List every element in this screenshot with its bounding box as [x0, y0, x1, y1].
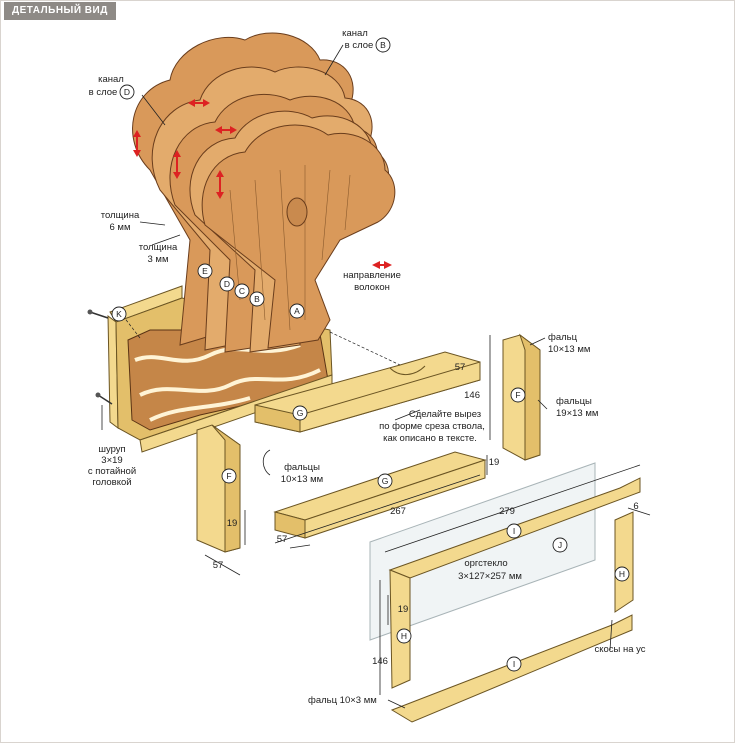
- rabbet-f-top-line2: 10×13 мм: [548, 344, 590, 355]
- cutout-line1: Сделайте вырез: [409, 409, 481, 420]
- header-title: ДЕТАЛЬНЫЙ ВИД: [4, 2, 116, 20]
- dim-146-f: 146: [464, 390, 480, 401]
- rabbet-f-side-line1: фальцы: [556, 396, 592, 407]
- dim-19-h: 19: [398, 604, 409, 615]
- dim-19-g: 19: [489, 457, 500, 468]
- part-h-left-label: H: [401, 631, 407, 641]
- part-d-label: D: [224, 279, 230, 289]
- side-piece-f-left: [196, 424, 241, 553]
- dim-267: 267: [390, 506, 406, 517]
- rabbet-f-side-line2: 19×13 мм: [556, 408, 598, 419]
- part-i-bottom-label: I: [513, 659, 515, 669]
- rabbet-f-top-line1: фальц: [548, 332, 578, 343]
- plexi-line2: 3×127×257 мм: [458, 571, 522, 582]
- screw-line2: 3×19: [101, 455, 122, 466]
- grain-arrows: [133, 99, 392, 269]
- part-j-label: J: [558, 540, 562, 550]
- screw-line1: шуруп: [98, 444, 125, 455]
- dim-19-f: 19: [227, 518, 238, 529]
- part-f-right-label: F: [515, 390, 520, 400]
- channel-b-part: B: [380, 40, 386, 50]
- part-k-label: K: [116, 309, 122, 319]
- leader-lines: [101, 44, 613, 709]
- part-g-top-label: G: [297, 408, 304, 418]
- miter-label: скосы на ус: [594, 644, 645, 655]
- dim-57-f: 57: [213, 560, 224, 571]
- thickness-6-line2: 6 мм: [110, 222, 131, 233]
- screw-line4: головкой: [92, 477, 131, 488]
- channel-d-part: D: [124, 87, 130, 97]
- rabbet-bottom-label: фальц 10×3 мм: [308, 695, 377, 706]
- thickness-3-line2: 3 мм: [148, 254, 169, 265]
- part-labels: A B C D E K G G F F I I J H H B D: [111, 37, 630, 672]
- channel-d-line2: в слое: [89, 87, 118, 98]
- channel-b-line1: канал: [342, 28, 368, 39]
- tree-layers: [132, 32, 396, 353]
- part-a-label: A: [294, 306, 300, 316]
- part-h-right-label: H: [619, 569, 625, 579]
- part-e-label: E: [202, 266, 208, 276]
- top-bar-g: [254, 351, 481, 433]
- dim-57-g: 57: [455, 362, 466, 373]
- dimension-lines: [204, 335, 651, 695]
- dim-6: 6: [633, 501, 638, 512]
- channel-b-line2: в слое: [345, 40, 374, 51]
- part-g-bottom-label: G: [382, 476, 389, 486]
- dim-146-h: 146: [372, 656, 388, 667]
- callouts: канал в слое канал в слое толщина 6 мм т…: [88, 28, 646, 706]
- part-f-left-label: F: [226, 471, 231, 481]
- dim-57-bottom: 57: [277, 534, 288, 545]
- rabbets-g-line1: фальцы: [284, 462, 320, 473]
- grain-line2: волокон: [354, 282, 390, 293]
- rabbets-g-line2: 10×13 мм: [281, 474, 323, 485]
- part-c-label: C: [239, 286, 245, 296]
- thickness-6-line1: толщина: [101, 210, 140, 221]
- plexiglass-j: [369, 462, 596, 641]
- plexi-line1: оргстекло: [464, 558, 507, 569]
- screws: [87, 309, 113, 405]
- part-b-label: B: [254, 294, 260, 304]
- dim-279: 279: [499, 506, 515, 517]
- cutout-line2: по форме среза ствола,: [379, 421, 485, 432]
- screw-line3: с потайной: [88, 466, 136, 477]
- channel-d-line1: канал: [98, 74, 124, 85]
- part-i-top-label: I: [513, 526, 515, 536]
- dimension-values: 57 146 19 267 57 19 57 279 6 19 146: [213, 362, 639, 667]
- cutout-line3: как описано в тексте.: [383, 433, 477, 444]
- thickness-3-line1: толщина: [139, 242, 178, 253]
- grain-line1: направление: [343, 270, 401, 281]
